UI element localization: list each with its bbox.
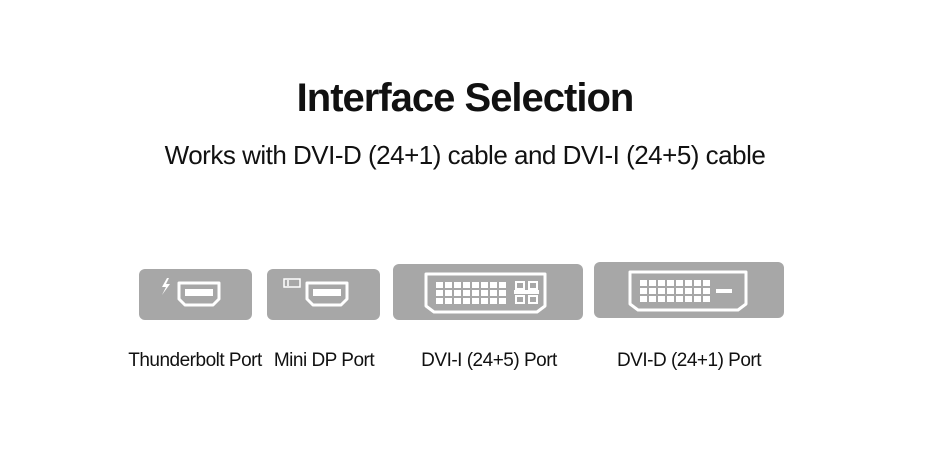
- dvi-d-port-label: DVI-D (24+1) Port: [616, 350, 762, 371]
- dvi-i-port-label: DVI-I (24+5) Port: [421, 350, 557, 371]
- dvi-i-port-icon: [393, 264, 583, 320]
- dvi-d-port-icon: [594, 262, 784, 318]
- page-subtitle: Works with DVI-D (24+1) cable and DVI-I …: [164, 140, 766, 170]
- mini-dp-port-icon: [267, 269, 380, 320]
- mini-dp-port-label: Mini DP Port: [273, 350, 375, 371]
- page-title: Interface Selection: [296, 76, 635, 120]
- thunderbolt-port-label: Thunderbolt Port: [128, 350, 262, 371]
- thunderbolt-port-icon: [139, 269, 252, 320]
